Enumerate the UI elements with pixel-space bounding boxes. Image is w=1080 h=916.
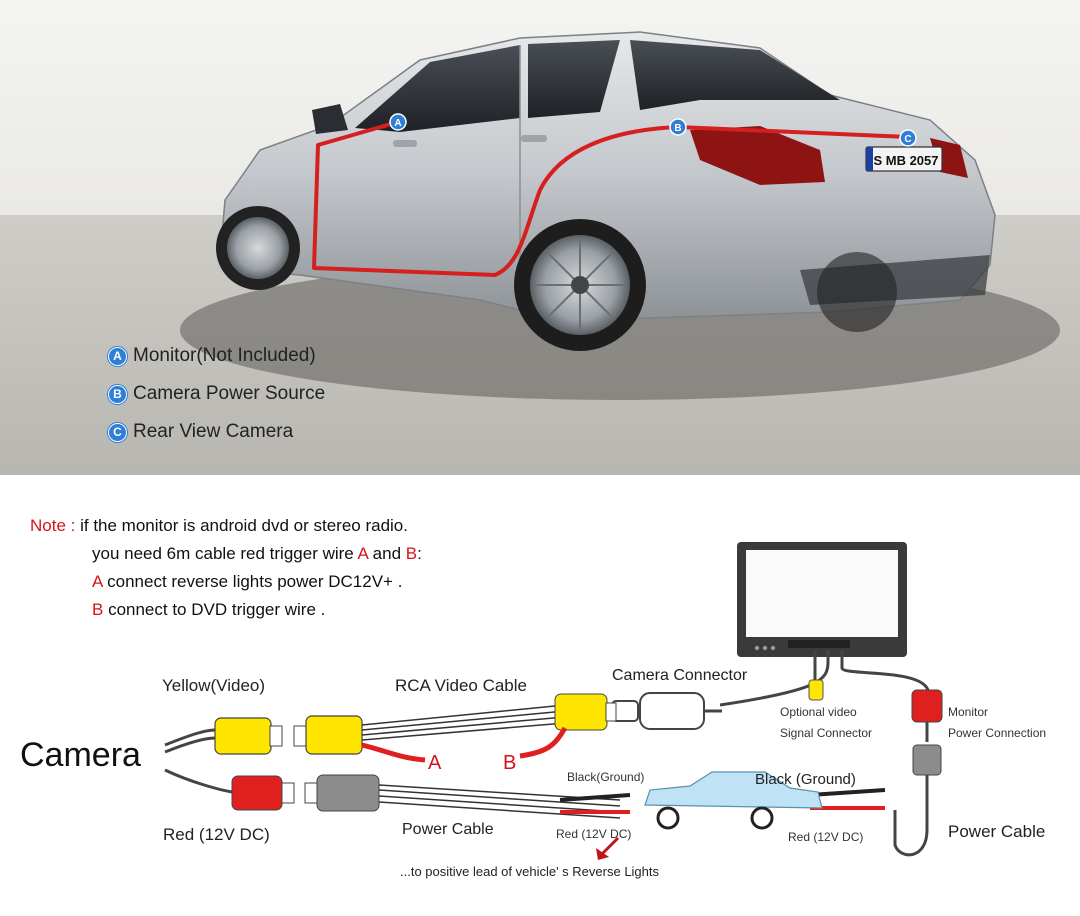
car-icon bbox=[644, 771, 823, 830]
marker-a: A bbox=[389, 113, 407, 131]
black-ground-small-label: Black(Ground) bbox=[567, 770, 644, 784]
note-and: and bbox=[367, 544, 406, 563]
legend-label-camera: Rear View Camera bbox=[133, 421, 294, 442]
red-12v-label: Red (12V DC) bbox=[163, 825, 270, 844]
power-cable-left-label: Power Cable bbox=[402, 821, 494, 838]
camera-connector-label: Camera Connector bbox=[612, 667, 748, 684]
legend-label-power: Camera Power Source bbox=[133, 383, 326, 404]
note-text-4: connect to DVD trigger wire . bbox=[103, 600, 326, 619]
legend-item-power: B Camera Power Source bbox=[108, 375, 325, 413]
power-cable-right-label: Power Cable bbox=[948, 822, 1045, 841]
note-text-2: you need 6m cable red trigger wire bbox=[92, 544, 358, 563]
photo-legend: A Monitor(Not Included) B Camera Power S… bbox=[108, 337, 325, 451]
yellow-video-label: Yellow(Video) bbox=[162, 676, 265, 695]
note-line-4: B connect to DVD trigger wire . bbox=[30, 596, 422, 624]
note-colon: : bbox=[417, 544, 422, 563]
svg-text:B: B bbox=[674, 123, 681, 134]
optional-video-label-2: Signal Connector bbox=[780, 726, 872, 740]
camera-label: Camera bbox=[20, 736, 141, 774]
note-wire-b-2: B bbox=[92, 600, 104, 619]
note-text-3: connect reverse lights power DC12V+ . bbox=[102, 572, 403, 591]
red-12v-small-label-1: Red (12V DC) bbox=[556, 827, 631, 841]
car-photo: S MB 2057 A B C bbox=[0, 0, 1080, 475]
rca-cable-label: RCA Video Cable bbox=[395, 676, 527, 695]
monitor-icon bbox=[737, 542, 907, 657]
note-line-1: Note : if the monitor is android dvd or … bbox=[30, 512, 422, 540]
note-wire-a: A bbox=[357, 544, 368, 563]
note-text-1: if the monitor is android dvd or stereo … bbox=[80, 516, 408, 535]
legend-label-monitor: Monitor(Not Included) bbox=[133, 345, 316, 366]
wire-a-label: A bbox=[428, 752, 442, 774]
svg-text:A: A bbox=[394, 118, 401, 129]
badge-b-icon: B bbox=[108, 384, 127, 404]
legend-item-monitor: A Monitor(Not Included) bbox=[108, 337, 325, 375]
license-plate: S MB 2057 bbox=[873, 153, 938, 168]
monitor-power-label-1: Monitor bbox=[948, 705, 988, 719]
marker-c: C bbox=[899, 129, 917, 147]
black-ground-big-label: Black (Ground) bbox=[755, 771, 856, 788]
marker-b: B bbox=[669, 118, 687, 136]
note-wire-b: B bbox=[405, 544, 418, 563]
svg-text:C: C bbox=[904, 134, 911, 145]
note-line-2: you need 6m cable red trigger wire A and… bbox=[30, 540, 422, 568]
legend-item-camera: C Rear View Camera bbox=[108, 413, 325, 451]
wiring-diagram: Camera Yellow(Video) RCA Video Cable Cam… bbox=[20, 542, 1046, 879]
red-12v-small-label-2: Red (12V DC) bbox=[788, 830, 863, 844]
monitor-power-label-2: Power Connection bbox=[948, 726, 1046, 740]
optional-video-label-1: Optional video bbox=[780, 705, 857, 719]
badge-c-icon: C bbox=[108, 422, 127, 442]
note-prefix: Note : bbox=[30, 516, 76, 535]
reverse-lights-label: ...to positive lead of vehicle' s Revers… bbox=[400, 864, 660, 879]
badge-a-icon: A bbox=[108, 346, 127, 366]
wire-b-label: B bbox=[503, 752, 516, 774]
note-line-3: A connect reverse lights power DC12V+ . bbox=[30, 568, 422, 596]
note-block: Note : if the monitor is android dvd or … bbox=[30, 512, 422, 624]
note-wire-a-2: A bbox=[92, 572, 103, 591]
